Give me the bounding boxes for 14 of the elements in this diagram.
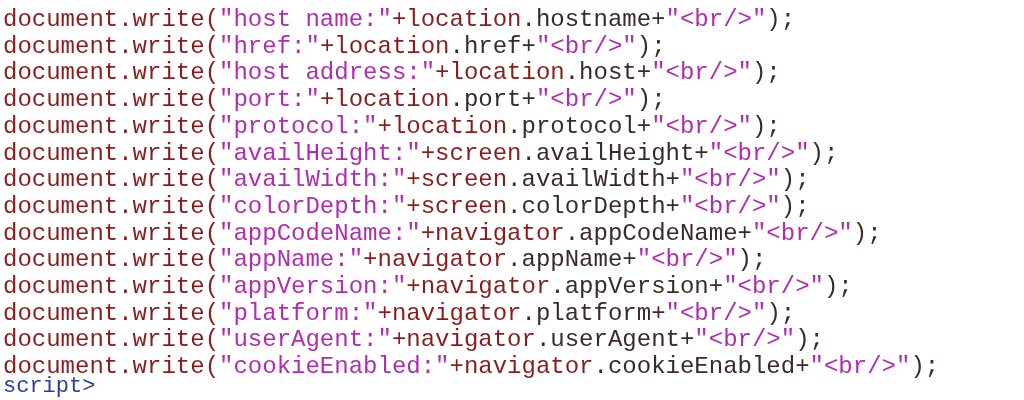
code-line: document.write("host name:"+location.hostname+"<br/>"); <box>3 7 796 33</box>
code-line: document.write("appName:"+navigator.appName+"<br/>"); <box>3 247 767 274</box>
code-line: document.write("availWidth:"+screen.availWidth+"<br/>"); <box>3 167 810 194</box>
code-line: document.write("port:"+location.port+"<br/>"); <box>3 87 666 114</box>
code-line: document.write("protocol:"+location.protocol+"<br/>"); <box>3 113 781 140</box>
code-line: document.write("appVersion:"+navigator.appVersion+"<br/>"); <box>3 274 853 300</box>
code-line: script> <box>3 376 96 398</box>
code-line: document.write("platform:"+navigator.platform+"<br/>"); <box>3 300 796 327</box>
code-line: document.write("availHeight:"+screen.availHeight+"<br/>"); <box>3 140 839 167</box>
code-line: document.write("href:"+location.href+"<br/>"); <box>3 33 666 60</box>
code-line: document.write("colorDepth:"+screen.colorDepth+"<br/>"); <box>3 193 810 220</box>
code-line: document.write("appCodeName:"+navigator.appCodeName+"<br/>"); <box>3 220 882 247</box>
code-line: document.write("host address:"+location.host+"<br/>"); <box>3 60 781 87</box>
code-line: document.write("userAgent:"+navigator.userAgent+"<br/>"); <box>3 327 824 354</box>
